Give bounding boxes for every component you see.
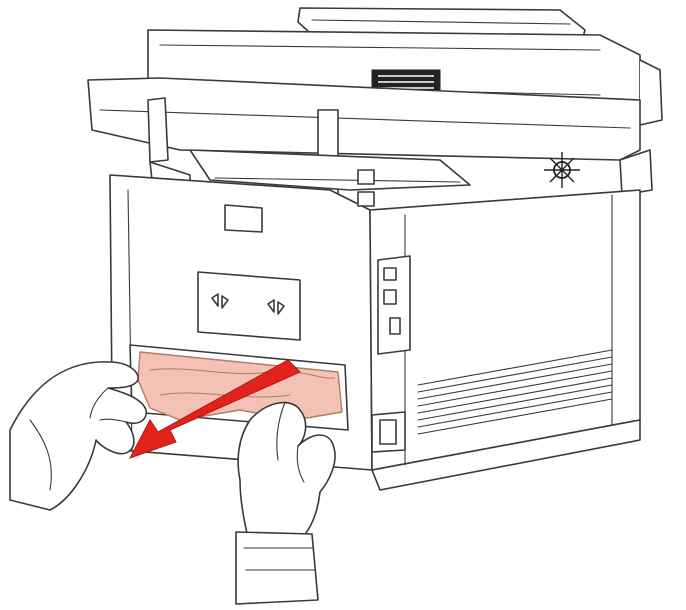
side-connectors — [378, 256, 410, 354]
lower-rear-latch — [372, 412, 405, 452]
rear-door-latch-plate — [198, 272, 300, 340]
left-hand — [10, 362, 146, 510]
rear-door-handle — [225, 205, 262, 232]
